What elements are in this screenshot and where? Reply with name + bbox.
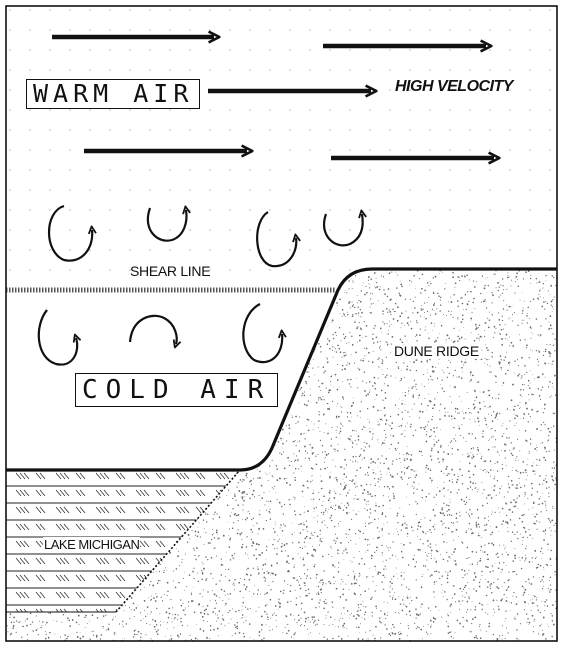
lake-bed-line [115,469,241,613]
circular-arrow-icon [256,211,296,268]
dune-ridge-label: DUNE RIDGE [392,343,481,359]
dune-profile-line [6,267,557,472]
cold-air-label: COLD AIR [75,373,279,407]
circular-arrow-icon [242,303,282,364]
diagram-frame [5,5,558,642]
circular-arrow-icon [146,208,187,242]
circular-arrow-icon [47,204,92,262]
circular-arrow-icon [37,309,77,366]
shear-line-label: SHEAR LINE [130,263,211,279]
circular-arrow-icon [323,214,363,247]
high-velocity-label: HIGH VELOCITY [395,78,513,95]
wind-arrows [52,37,494,158]
circular-arrow-icon [128,314,177,344]
warm-air-zone [6,6,557,289]
warm-air-label: WARM AIR [26,79,201,109]
eddies [37,204,363,366]
dune-ridge-terrain [6,269,557,641]
lake-michigan-label: LAKE MICHIGAN [43,537,141,552]
